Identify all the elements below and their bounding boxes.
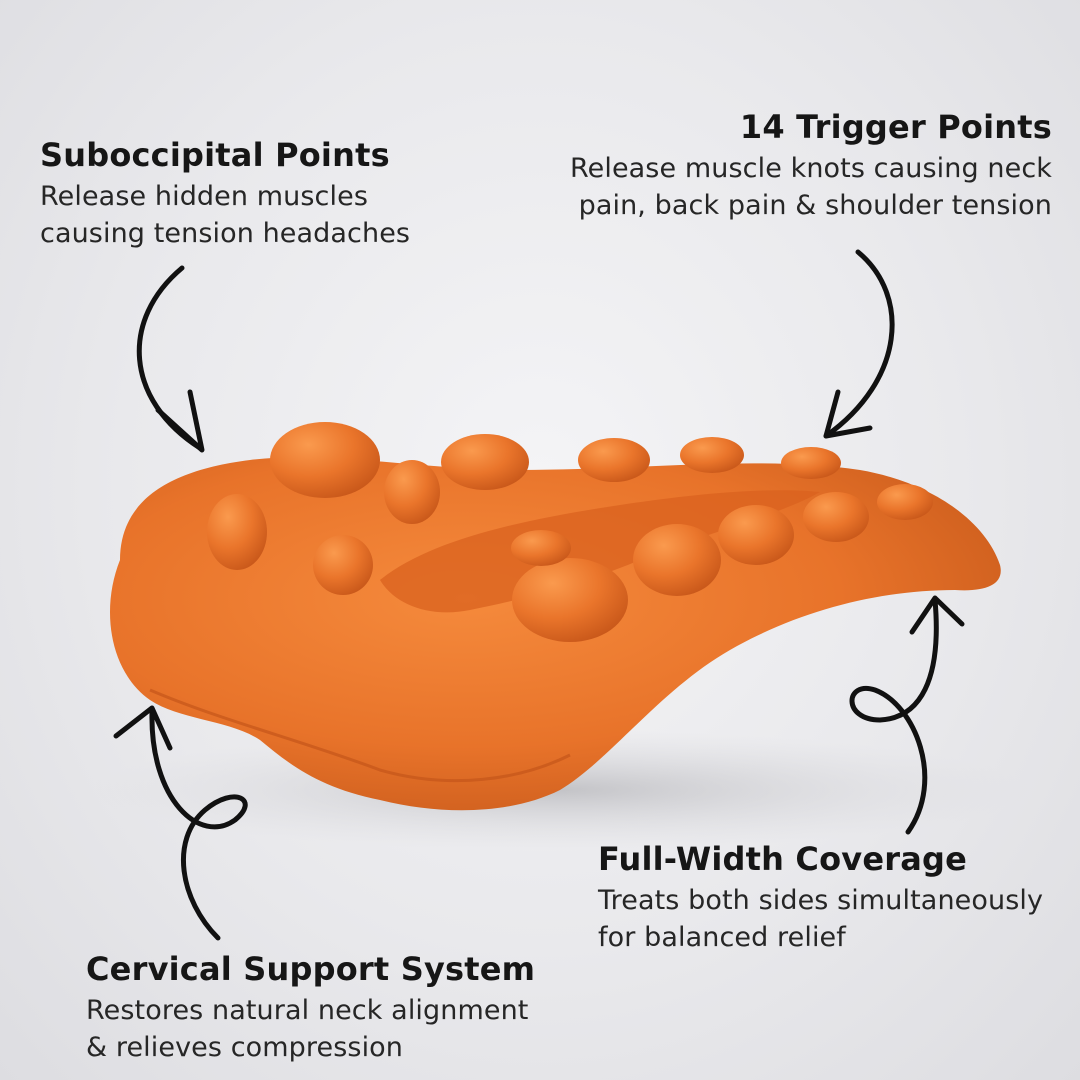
callout-title: Full-Width Coverage <box>598 840 968 878</box>
callout-text-line: Release muscle knots causing neck <box>569 153 1052 184</box>
callout-full-width-coverage: Full-Width Coverage Treats both sides si… <box>598 840 1068 956</box>
callout-suboccipital: Suboccipital Points Release hidden muscl… <box>40 136 500 252</box>
arrowhead-trigger <box>823 389 873 439</box>
callout-text-line: for balanced relief <box>598 922 846 953</box>
callout-text-line: Restores natural neck alignment <box>86 995 529 1026</box>
arrow-cervical <box>149 709 248 941</box>
callout-title: Suboccipital Points <box>40 136 390 174</box>
arrow-coverage <box>849 597 939 835</box>
callout-text-line: & relieves compression <box>86 1032 403 1063</box>
product-edge <box>149 688 571 783</box>
callout-trigger-points: 14 Trigger Points Release muscle knots c… <box>492 108 1052 224</box>
arrowhead-coverage <box>909 595 965 635</box>
arrow-trigger <box>823 249 895 439</box>
callout-text-line: Treats both sides simultaneously <box>598 885 1044 916</box>
callout-text-line: pain, back pain & shoulder tension <box>578 190 1052 221</box>
callout-text-line: Release hidden muscles <box>40 181 368 212</box>
product-channel <box>380 490 820 613</box>
callout-text-line: causing tension headaches <box>40 218 411 249</box>
callout-cervical-support: Cervical Support System Restores natural… <box>86 950 606 1066</box>
trigger-point-nubs <box>207 422 933 642</box>
callout-title: Cervical Support System <box>86 950 536 988</box>
arrowhead-suboccipital <box>155 389 205 453</box>
callout-title: 14 Trigger Points <box>739 108 1052 146</box>
arrowhead-cervical <box>113 705 173 751</box>
